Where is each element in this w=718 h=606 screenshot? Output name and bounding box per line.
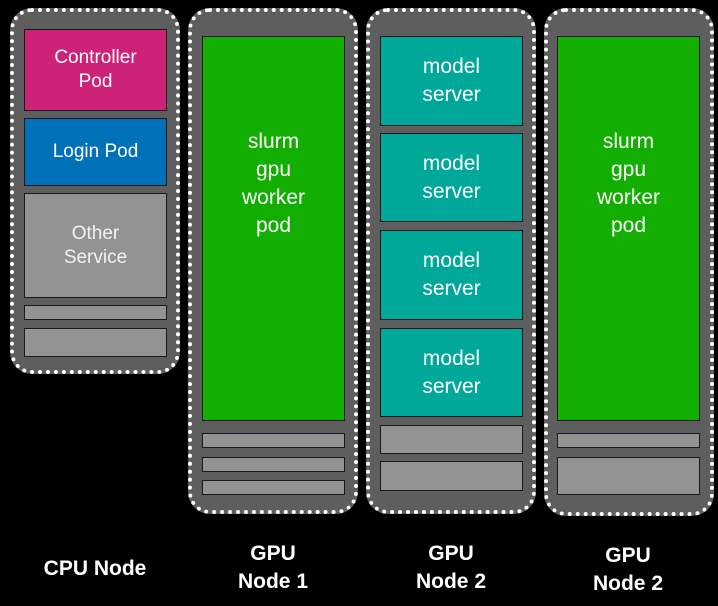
model-server-pod: model server [380,133,523,222]
empty-slot [24,305,167,320]
empty-slot [557,457,700,495]
empty-slot [380,461,523,491]
slurm-gpu-worker-pod: slurm gpu worker pod [202,36,345,421]
gpu-node-2b-label: GPU Node 2 [592,544,663,595]
empty-slot [24,328,167,357]
login-pod: Login Pod [24,118,167,186]
empty-slot [202,480,345,495]
empty-slot [202,433,345,448]
controller-pod: Controller Pod [24,29,167,111]
slurm-gpu-worker-pod: slurm gpu worker pod [557,36,700,421]
model-server-pod: model server [380,328,523,417]
model-server-pod: model server [380,230,523,320]
empty-slot [380,425,523,454]
empty-slot [202,457,345,472]
model-server-pod: model server [380,36,523,126]
gpu-node-1-label: GPU Node 1 [237,542,308,593]
cpu-node-label: CPU Node [43,557,147,580]
other-service-pod: Other Service [24,193,167,298]
gpu-node-2-label: GPU Node 2 [415,542,486,593]
empty-slot [557,433,700,448]
